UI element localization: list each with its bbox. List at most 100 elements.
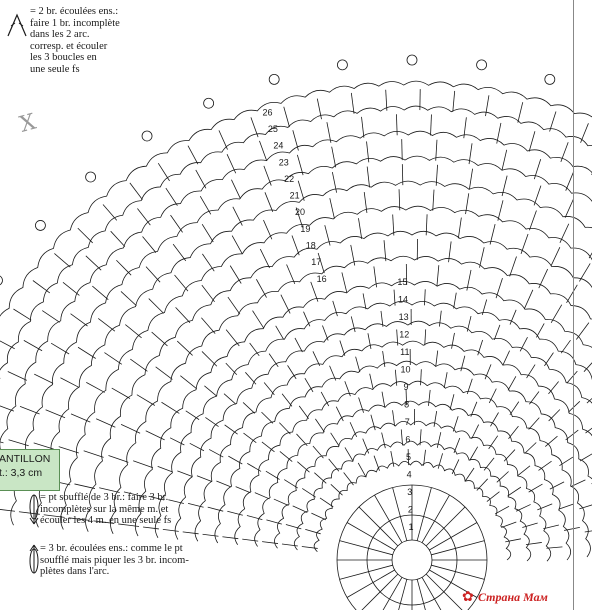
treble-stitch [497,200,504,221]
treble-stitch [483,457,495,471]
treble-stitch [201,317,216,334]
chain-arc-row [110,255,592,535]
treble-stitch [227,296,241,315]
row-number-label: 10 [400,365,410,375]
treble-stitch [583,362,592,372]
center-ring [391,539,433,581]
treble-stitch [466,315,472,332]
treble-stitch [283,106,290,128]
treble-stitch [262,541,279,544]
treble-stitch [226,153,237,174]
treble-stitch [263,382,275,396]
treble-stitch [457,217,462,239]
treble-stitch [294,337,303,353]
treble-stitch [366,166,370,188]
treble-stitch [320,391,330,407]
chain-arc-row [194,340,592,542]
treble-stitch [398,189,401,211]
chain-arc-row [234,380,591,558]
treble-stitch [32,280,51,294]
chain-arc-row [254,400,572,561]
treble-stitch [392,214,395,236]
treble-stitch [43,514,65,518]
treble-stitch [129,182,143,200]
treble-stitch [331,172,337,193]
treble-stitch [120,423,141,434]
picot [337,59,348,71]
row-number-label: 18 [306,241,316,251]
treble-stitch [452,416,459,432]
picot [85,171,97,183]
treble-stitch [68,517,90,521]
treble-stitch [501,175,508,197]
treble-stitch [176,340,193,356]
treble-stitch [564,198,575,218]
treble-stitch [165,187,178,206]
treble-stitch [437,453,443,469]
treble-stitch [216,480,232,488]
treble-stitch [85,255,102,271]
treble-stitch [407,449,410,466]
treble-stitch [0,441,4,444]
treble-stitch [494,505,510,515]
treble-stitch [436,432,442,448]
picot [141,130,153,142]
treble-stitch [295,207,304,228]
treble-stitch [465,193,470,215]
treble-stitch [501,149,508,171]
treble-stitch [254,492,270,500]
treble-stitch [205,417,219,427]
treble-stitch [145,430,165,441]
treble-stitch [151,331,168,347]
treble-stitch [298,405,309,420]
center-spoke [416,487,432,541]
treble-stitch [468,168,473,190]
treble-stitch [385,89,388,111]
treble-stitch [202,533,219,537]
treble-stitch [208,449,224,458]
center-spoke [346,569,395,598]
chain-arc-row [214,360,592,544]
treble-stitch [281,393,293,407]
treble-stitch [560,142,569,163]
chart-strokes [0,54,592,610]
treble-stitch [503,449,516,462]
treble-stitch [235,486,251,494]
treble-stitch [169,437,185,446]
treble-stitch [259,140,268,161]
treble-stitch [242,538,259,542]
treble-stitch [223,393,237,405]
treble-stitch [424,289,426,306]
treble-stitch [341,272,348,293]
treble-stitch [204,385,217,397]
treble-stitch [393,289,396,306]
treble-stitch [263,165,272,186]
row-number-label: 15 [397,277,407,287]
treble-stitch [558,503,574,510]
treble-stitch [266,519,282,525]
treble-stitch [488,435,499,450]
legend-text: = pt soufflé de 3 br.: faire 3 br. incom… [40,492,172,526]
treble-stitch [246,515,263,521]
treble-stitch [58,446,79,454]
treble-stitch [435,139,438,161]
treble-stitch [312,351,321,366]
treble-stitch [130,358,148,372]
treble-stitch [396,329,399,346]
treble-stitch [543,524,559,530]
treble-stitch [488,388,497,404]
treble-stitch [312,445,324,459]
treble-stitch [142,526,159,530]
treble-stitch [201,284,215,303]
treble-stitch [565,429,579,441]
treble-stitch [567,400,581,413]
treble-stitch [392,410,396,427]
picot [35,220,46,231]
center-spoke [421,494,450,543]
treble-stitch [329,198,335,219]
treble-stitch [448,241,452,263]
treble-stitch [157,162,170,182]
treble-stitch [428,389,431,406]
treble-stitch [168,499,184,504]
treble-stitch [502,350,510,366]
